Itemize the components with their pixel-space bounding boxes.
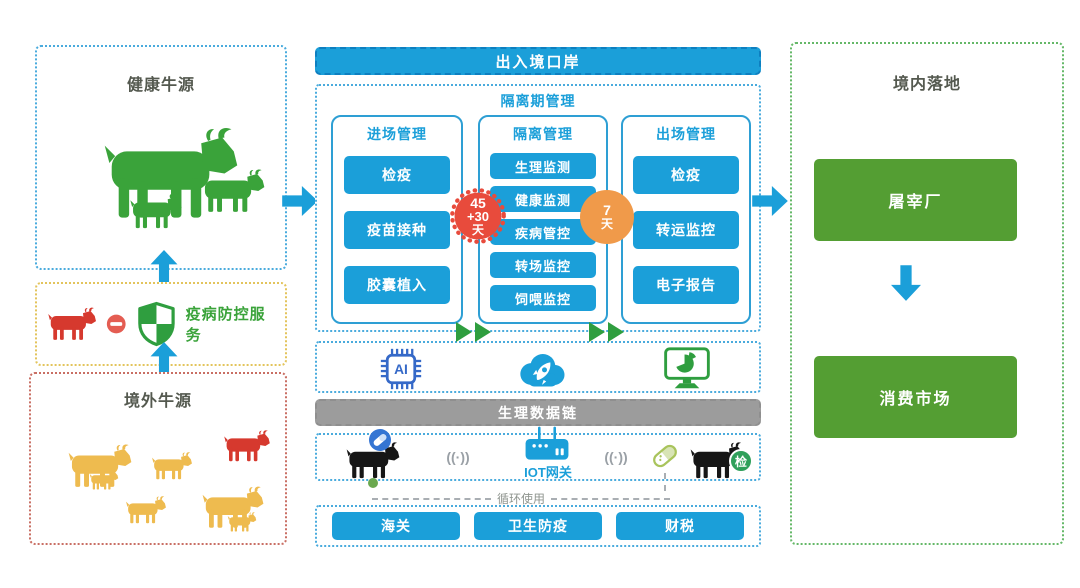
sick-cow-icon — [223, 430, 271, 462]
sick-cow-icon — [47, 306, 97, 342]
entry-item-capsule-implant: 胶囊植入 — [344, 266, 450, 304]
isolation-item-transfer: 转场监控 — [490, 252, 596, 278]
recycle-connector-line — [664, 473, 666, 491]
recycle-node-dot — [368, 478, 378, 488]
badge-7-line: 天 — [600, 217, 613, 232]
right-arrow-icon — [752, 186, 788, 216]
iot-panel: ((·)) IOT网关 ((·)) 检 — [315, 433, 761, 481]
days-7-badge: 7 天 — [580, 190, 634, 244]
healthy-cattle-title: 健康牛源 — [126, 77, 195, 94]
isolation-management-title: 隔离管理 — [513, 126, 573, 142]
recycle-label: 循环使用 — [497, 492, 546, 506]
quarantine-period-title: 隔离期管理 — [500, 93, 576, 109]
port-header: 出入境口岸 — [315, 47, 761, 75]
agency-finance-tax: 财税 — [616, 512, 744, 540]
double-arrow-icon — [455, 322, 493, 342]
wifi-icon: ((·)) — [604, 449, 628, 465]
capsule-pill-icon — [651, 442, 679, 470]
cow-icon — [125, 496, 167, 524]
badge-45-line: +30 — [466, 209, 490, 225]
badge-45-line: 天 — [471, 222, 484, 237]
recycle-dashed-line: 循环使用 — [372, 490, 670, 507]
entry-management-box: 进场管理 检疫 疫苗接种 胶囊植入 — [331, 115, 463, 324]
calf-icon — [129, 193, 183, 229]
quarantine-period-panel: 隔离期管理 进场管理 检疫 疫苗接种 胶囊植入 隔离管理 生理监测 健康监测 疾… — [315, 84, 761, 332]
healthy-cattle-panel: 健康牛源 — [35, 45, 287, 270]
down-arrow-icon — [891, 261, 921, 305]
isolation-item-physiology: 生理监测 — [490, 153, 596, 179]
right-arrow-icon — [282, 186, 318, 216]
days-45-30-badge: 45 +30 天 — [448, 186, 508, 246]
ai-chip-icon: AI — [380, 348, 422, 390]
tech-icons-panel: AI — [315, 341, 761, 393]
entry-management-title: 进场管理 — [367, 126, 427, 142]
disease-prevention-label: 疫病防控服务 — [185, 306, 266, 344]
inspection-badge: 检 — [729, 449, 753, 473]
domestic-landing-panel: 境内落地 屠宰厂 消费市场 — [790, 42, 1064, 545]
iot-gateway-label: IOT网关 — [524, 465, 572, 480]
exit-item-e-report: 电子报告 — [633, 266, 739, 304]
double-arrow-icon — [588, 322, 626, 342]
up-arrow-icon — [150, 342, 178, 374]
calf-icon — [227, 512, 257, 532]
isolation-item-health: 健康监测 — [490, 186, 596, 212]
badge-45-line: 45 — [470, 194, 486, 211]
exit-management-title: 出场管理 — [656, 126, 716, 142]
domestic-landing-title: 境内落地 — [892, 76, 961, 93]
exit-item-transport-monitor: 转运监控 — [633, 211, 739, 249]
cow-icon — [151, 452, 193, 480]
isolation-item-disease: 疾病管控 — [490, 219, 596, 245]
slaughterhouse-box: 屠宰厂 — [814, 159, 1017, 241]
exit-management-box: 出场管理 检疫 转运监控 电子报告 — [621, 115, 751, 324]
overseas-cattle-panel: 境外牛源 — [29, 372, 287, 545]
monitor-pie-icon — [664, 346, 710, 391]
agency-health-quarantine: 卫生防疫 — [474, 512, 602, 540]
badge-7-line: 7 — [603, 202, 611, 219]
agencies-panel: 海关 卫生防疫 财税 — [315, 505, 761, 547]
iot-gateway-icon — [523, 425, 571, 465]
ai-chip-label: AI — [394, 362, 408, 377]
exit-item-quarantine: 检疫 — [633, 156, 739, 194]
entry-item-vaccination: 疫苗接种 — [344, 211, 450, 249]
physiological-data-chain-bar: 生理数据链 — [315, 399, 761, 426]
cloud-rocket-icon — [517, 349, 567, 389]
calf-icon — [89, 470, 119, 490]
consumer-market-box: 消费市场 — [814, 356, 1017, 438]
isolation-item-feeding: 饲喂监控 — [490, 285, 596, 311]
entry-item-quarantine: 检疫 — [344, 156, 450, 194]
up-arrow-icon — [150, 250, 178, 282]
capsule-badge-icon — [369, 429, 391, 451]
wifi-icon: ((·)) — [446, 449, 470, 465]
minus-circle-icon — [106, 313, 126, 335]
agency-customs: 海关 — [332, 512, 460, 540]
overseas-cattle-title: 境外牛源 — [123, 393, 192, 410]
